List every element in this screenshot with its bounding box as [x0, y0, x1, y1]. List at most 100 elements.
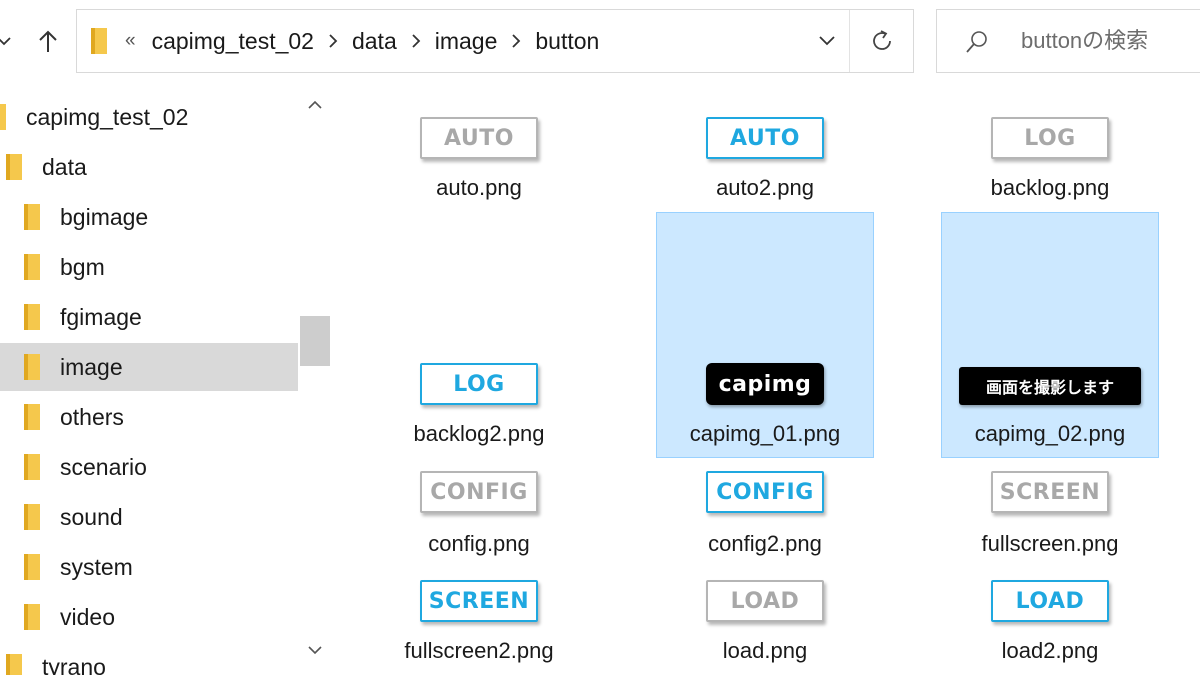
file-item-load[interactable]: LOAD load.png [656, 569, 874, 669]
search-box[interactable]: buttonの検索 [936, 9, 1200, 73]
folder-icon [18, 452, 46, 482]
file-item-auto[interactable]: AUTO auto.png [370, 96, 588, 200]
tree-item-scenario[interactable]: scenario [0, 443, 316, 491]
file-item-config[interactable]: CONFIG config.png [370, 460, 588, 560]
button-preview: SCREEN [991, 471, 1109, 513]
chevron-right-icon[interactable] [328, 34, 338, 48]
file-item-capimg-01[interactable]: capimg capimg_01.png [656, 212, 874, 458]
button-preview: CONFIG [706, 471, 824, 513]
breadcrumb-item-button[interactable]: button [535, 27, 600, 54]
file-item-capimg-02[interactable]: 画面を撮影します capimg_02.png [941, 212, 1159, 458]
breadcrumb-overflow-button[interactable]: « [125, 30, 136, 51]
scroll-up-button[interactable] [298, 88, 332, 122]
file-item-backlog[interactable]: LOG backlog.png [941, 96, 1159, 200]
address-divider [849, 10, 850, 72]
file-thumbnail: CONFIG [420, 471, 538, 513]
folder-icon [18, 552, 46, 582]
folder-icon [18, 352, 46, 382]
file-thumbnail: AUTO [706, 117, 824, 159]
tree-item-data[interactable]: data [0, 143, 298, 191]
tree-item-sound[interactable]: sound [0, 493, 316, 541]
chevron-right-icon[interactable] [511, 34, 521, 48]
tree-item-bgimage[interactable]: bgimage [0, 193, 316, 241]
file-thumbnail: LOG [991, 117, 1109, 159]
button-preview: SCREEN [420, 580, 538, 622]
file-name: auto.png [436, 175, 522, 200]
scroll-down-button[interactable] [298, 633, 332, 667]
button-preview: AUTO [706, 117, 824, 159]
file-item-backlog2[interactable]: LOG backlog2.png [370, 212, 588, 458]
tree-item-bgm[interactable]: bgm [0, 243, 316, 291]
tree-item-tyrano[interactable]: tyrano [0, 643, 298, 675]
folder-icon [18, 252, 46, 282]
tree-item-label: system [60, 553, 133, 580]
tree-item-label: sound [60, 503, 123, 530]
file-item-load2[interactable]: LOAD load2.png [941, 569, 1159, 669]
chevron-right-icon[interactable] [411, 34, 421, 48]
button-preview: 画面を撮影します [959, 367, 1141, 405]
button-preview: LOAD [706, 580, 824, 622]
tree-item-label: data [42, 153, 87, 180]
file-thumbnail: capimg [706, 363, 824, 405]
tree-item-label: video [60, 603, 115, 630]
folder-icon [85, 26, 113, 61]
file-thumbnail: AUTO [420, 117, 538, 159]
chevron-down-icon [0, 37, 11, 46]
file-name: fullscreen.png [981, 531, 1119, 556]
button-preview: LOG [420, 363, 538, 405]
breadcrumb: « capimg_test_02 data image button [125, 10, 601, 72]
folder-icon [0, 652, 28, 675]
tree-item-label: image [60, 353, 123, 380]
file-name: capimg_01.png [689, 421, 841, 446]
chevron-down-icon [819, 36, 835, 46]
tree-item-label: scenario [60, 453, 147, 480]
arrow-up-icon [39, 30, 57, 52]
tree-item-label: bgimage [60, 203, 149, 230]
recent-locations-button[interactable] [0, 24, 18, 58]
file-name: config2.png [708, 531, 822, 556]
address-history-dropdown[interactable] [801, 10, 853, 72]
file-thumbnail: LOAD [991, 580, 1109, 622]
file-item-config2[interactable]: CONFIG config2.png [656, 460, 874, 560]
button-preview: CONFIG [420, 471, 538, 513]
address-bar[interactable]: « capimg_test_02 data image button [76, 9, 914, 73]
file-item-auto2[interactable]: AUTO auto2.png [656, 96, 874, 200]
tree-item-label: bgm [60, 253, 105, 280]
folder-icon [0, 102, 12, 132]
tree-item-fgimage[interactable]: fgimage [0, 293, 316, 341]
breadcrumb-item-image[interactable]: image [434, 27, 498, 54]
file-thumbnail: LOG [420, 363, 538, 405]
folder-icon [18, 302, 46, 332]
tree-item-image[interactable]: image [0, 343, 316, 391]
toolbar: « capimg_test_02 data image button [0, 0, 1200, 88]
file-item-fullscreen2[interactable]: SCREEN fullscreen2.png [370, 569, 588, 669]
button-preview: LOAD [991, 580, 1109, 622]
refresh-button[interactable] [851, 10, 913, 72]
up-button[interactable] [34, 24, 62, 58]
file-name: load2.png [1001, 638, 1099, 663]
file-thumbnail: SCREEN [420, 580, 538, 622]
file-list: AUTO auto.png AUTO auto2.png LOG backlog… [334, 88, 1200, 675]
folder-icon [18, 502, 46, 532]
chevron-down-icon [308, 646, 322, 655]
tree-item-capimg-test-02[interactable]: capimg_test_02 [0, 93, 298, 141]
breadcrumb-item-data[interactable]: data [351, 27, 397, 54]
tree-item-label: capimg_test_02 [26, 103, 189, 130]
file-thumbnail: LOAD [706, 580, 824, 622]
folder-icon [0, 152, 28, 182]
tree-item-others[interactable]: others [0, 393, 316, 441]
file-thumbnail: CONFIG [706, 471, 824, 513]
refresh-icon [873, 30, 891, 50]
search-input[interactable]: buttonの検索 [1021, 28, 1149, 53]
sidebar-scrollbar[interactable] [298, 88, 332, 675]
file-item-fullscreen[interactable]: SCREEN fullscreen.png [941, 460, 1159, 560]
tree-item-system[interactable]: system [0, 543, 316, 591]
tree-item-video[interactable]: video [0, 593, 316, 641]
breadcrumb-item-capimg-test-02[interactable]: capimg_test_02 [151, 27, 314, 54]
file-name: auto2.png [716, 175, 814, 200]
scroll-thumb[interactable] [300, 316, 330, 366]
file-name: config.png [428, 531, 530, 556]
chevron-up-icon [308, 100, 322, 109]
file-thumbnail: SCREEN [991, 471, 1109, 513]
